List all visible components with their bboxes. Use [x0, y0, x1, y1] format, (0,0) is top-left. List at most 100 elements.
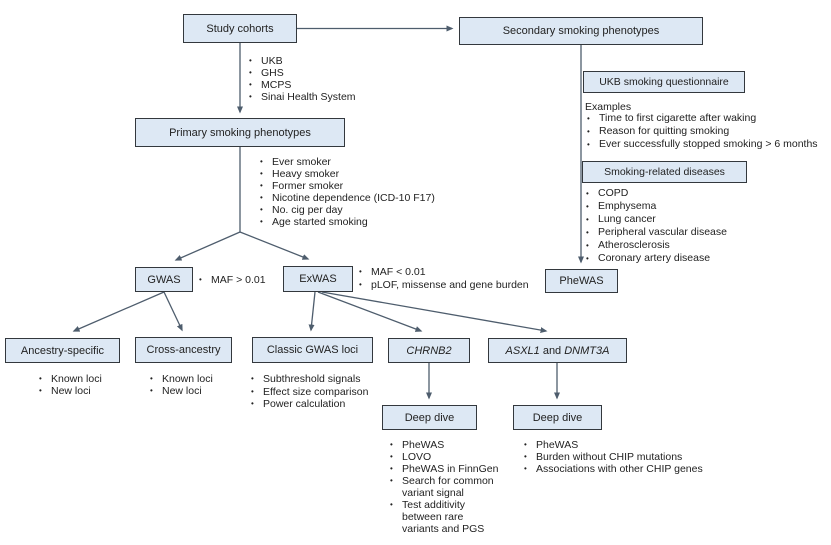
bullet-icon: •	[39, 374, 42, 383]
bullet-icon: •	[390, 452, 393, 461]
bullet-icon: •	[260, 205, 263, 214]
cohorts-list: •UKB•GHS•MCPS•Sinai Health System	[247, 55, 356, 103]
list-item-text: No. cig per day	[272, 204, 343, 216]
connector-exwas-to-chrnb2	[317, 291, 423, 332]
bullet-icon: •	[150, 374, 153, 383]
list-item-text: MCPS	[261, 79, 292, 91]
list-item-text: MAF > 0.01	[211, 274, 266, 286]
list-item-text: Known loci	[51, 373, 102, 385]
list-item-text: Reason for quitting smoking	[599, 125, 730, 137]
phewas-label: PheWAS	[559, 275, 604, 287]
list-item: •Emphysema	[584, 200, 727, 213]
bullet-icon: •	[524, 464, 527, 473]
list-item: • Effect size comparison	[249, 386, 368, 399]
asxl1-dnmt3a-label: ASXL1 and DNMT3A	[506, 345, 610, 357]
list-item-text: Heavy smoker	[272, 168, 340, 180]
deep-dive-asxl1-box: Deep dive	[513, 405, 602, 430]
ukb-questionnaire-label: UKB smoking questionnaire	[599, 76, 729, 88]
list-item-text: Emphysema	[598, 200, 657, 212]
list-item-text: Ever successfully stopped smoking > 6 mo…	[599, 138, 818, 150]
bullet-icon: •	[390, 440, 393, 449]
list-item-text: Associations with other CHIP genes	[536, 463, 703, 475]
list-item: • Known loci	[37, 373, 102, 385]
list-item-text: Ever smoker	[272, 156, 331, 168]
list-item: • GHS	[247, 67, 356, 79]
classic-gwas-loci-label: Classic GWAS loci	[266, 344, 359, 356]
list-item: • Lung cancer	[584, 213, 727, 226]
list-item: •Peripheral vascular disease	[584, 226, 727, 239]
list-item-text: PheWAS	[402, 439, 445, 451]
classic-gwas-loci-box: Classic GWAS loci	[252, 337, 373, 363]
smoking-diseases-label: Smoking-related diseases	[604, 166, 725, 178]
list-item-text: GHS	[261, 67, 284, 79]
bullet-icon: •	[359, 267, 362, 276]
connector-gwas-to-cross	[163, 291, 183, 332]
bullet-icon: •	[251, 374, 254, 383]
gwas-notes-list: •MAF > 0.01	[197, 274, 266, 286]
exwas-box: ExWAS	[283, 266, 353, 292]
list-item: •MAF > 0.01	[197, 274, 266, 286]
cross-ancestry-results-list: •Known loci•New loci	[148, 373, 213, 397]
list-item: • PheWAS	[388, 439, 504, 451]
ancestry-specific-label: Ancestry-specific	[20, 344, 105, 357]
list-item: •Time to first cigarette after waking	[585, 112, 818, 125]
list-item: • MAF < 0.01	[357, 266, 529, 279]
list-item-text: Time to first cigarette after waking	[599, 112, 757, 124]
list-item: •Age started smoking	[258, 216, 435, 228]
asxl1-deep-dive-list: •PheWAS•Burden without CHIP mutations• As…	[522, 439, 703, 475]
bullet-icon: •	[390, 464, 393, 473]
list-item-text: Age started smoking	[272, 216, 368, 228]
bullet-icon: •	[586, 228, 589, 237]
primary-phenotypes-label: Primary smoking phenotypes	[169, 126, 311, 139]
list-item-text: pLOF, missense and gene burden	[371, 278, 529, 291]
list-item: •PheWAS in FinnGen	[388, 463, 504, 475]
primary-phenotypes-box: Primary smoking phenotypes	[135, 118, 345, 147]
secondary-phenotypes-box: Secondary smoking phenotypes	[459, 17, 703, 45]
deep-dive-chrnb2-box: Deep dive	[382, 405, 477, 430]
bullet-icon: •	[586, 215, 589, 224]
and-text: and	[539, 344, 565, 357]
bullet-icon: •	[586, 254, 589, 263]
list-item: •Known loci	[148, 373, 213, 385]
list-item: •Ever successfully stopped smoking > 6 m…	[585, 138, 818, 151]
ancestry-specific-box: Ancestry-specific	[5, 338, 120, 363]
list-item: • Subthreshold signals	[249, 373, 368, 386]
list-item-text: Effect size comparison	[263, 385, 369, 398]
list-item: •Power calculation	[249, 398, 368, 411]
classic-gwas-analyses-list: • Subthreshold signals • Effect size compar…	[249, 373, 368, 411]
list-item: •Reason for quitting smoking	[585, 125, 818, 138]
gwas-box: GWAS	[135, 267, 193, 292]
list-item-text: UKB	[261, 55, 283, 67]
list-item: • Associations with other CHIP genes	[522, 463, 703, 475]
bullet-icon: •	[586, 241, 589, 250]
list-item-text: Lung cancer	[598, 213, 656, 225]
list-item: •New loci	[148, 385, 213, 397]
list-item-text: Former smoker	[272, 180, 344, 192]
connector-gwas-to-ancestry	[72, 291, 165, 332]
list-item: •Burden without CHIP mutations	[522, 451, 703, 463]
list-item: •PheWAS	[522, 439, 703, 451]
list-item-text: LOVO	[402, 451, 432, 463]
asxl1-gene: ASXL1	[505, 344, 540, 357]
list-item: • Atherosclerosis	[584, 239, 727, 252]
exwas-notes-list: • MAF < 0.01• pLOF, missense and gene burd…	[357, 266, 529, 291]
list-item-text: MAF < 0.01	[371, 266, 426, 278]
deep-dive-chrnb2-label: Deep dive	[404, 411, 455, 424]
questionnaire-examples-list: •Time to first cigarette after waking•Re…	[585, 112, 818, 151]
bullet-icon: •	[260, 169, 263, 178]
bullet-icon: •	[249, 68, 252, 77]
bullet-icon: •	[249, 56, 252, 65]
bullet-icon: •	[251, 386, 254, 396]
connector-primary-to-exwas	[239, 231, 310, 260]
list-item-text: Atherosclerosis	[598, 239, 670, 251]
chrnb2-deep-dive-list: •PheWAS•LOVO•PheWAS in FinnGen•Search fo…	[388, 439, 504, 535]
bullet-icon: •	[39, 386, 42, 395]
smoking-diseases-box: Smoking-related diseases	[582, 161, 747, 183]
list-item-text: Subthreshold signals	[263, 373, 361, 385]
list-item: • No. cig per day	[258, 204, 435, 216]
study-cohorts-box: Study cohorts	[183, 14, 297, 43]
list-item: •Sinai Health System	[247, 91, 356, 103]
exwas-label: ExWAS	[299, 273, 337, 285]
